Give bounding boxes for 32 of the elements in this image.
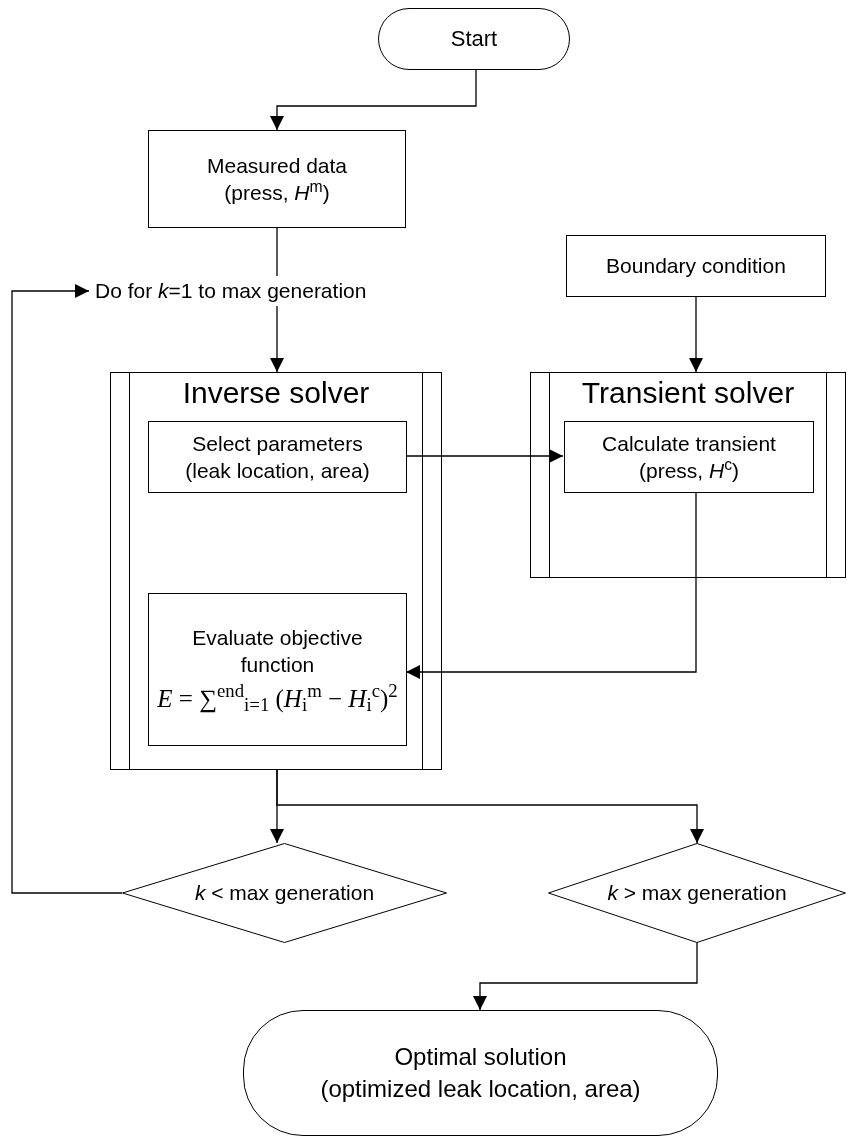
decision-text: k < max generation <box>194 880 375 907</box>
decision-text: k > max generation <box>607 880 787 907</box>
arrow <box>276 769 704 844</box>
box-text: Evaluate objective function <box>191 624 364 679</box>
decision-diamond <box>122 843 447 943</box>
arrow <box>689 296 703 373</box>
decision-diamond <box>548 843 846 943</box>
arrow <box>473 942 698 1011</box>
terminal-shape: Start <box>378 8 570 70</box>
formula: E = ∑$^{end}$$_{i=1}$ (H$_{i}$$^{m}$ − H$_{i}$$^{c}$)$^{2}$ <box>157 682 398 716</box>
box-title: Transient solver <box>580 375 796 411</box>
connector-line <box>276 227 278 277</box>
process-box <box>564 421 814 493</box>
process-box <box>148 130 406 228</box>
arrow <box>11 284 123 894</box>
loop-label: Do for k=1 to max generation <box>95 276 465 306</box>
terminal-text: Optimal solution <box>394 1041 567 1072</box>
process-box <box>566 235 826 297</box>
arrow <box>270 69 477 131</box>
arrow <box>270 305 284 373</box>
box-text: Boundary condition <box>606 253 786 280</box>
box-title: Inverse solver <box>181 375 371 411</box>
box-text: Measured data (press, H$^{m}$) <box>205 152 349 206</box>
process-box <box>148 421 407 493</box>
arrow <box>405 449 564 463</box>
subprocess-box <box>530 372 846 578</box>
terminal-text: (optimized leak location, area) <box>320 1074 641 1104</box>
box-text: Select parameters (leak location, area) <box>184 430 371 484</box>
process-box <box>148 593 407 746</box>
box-text: Calculate transient (press, H$^{c}$) <box>601 430 777 484</box>
subprocess-box <box>110 372 442 770</box>
arrow <box>405 491 697 679</box>
